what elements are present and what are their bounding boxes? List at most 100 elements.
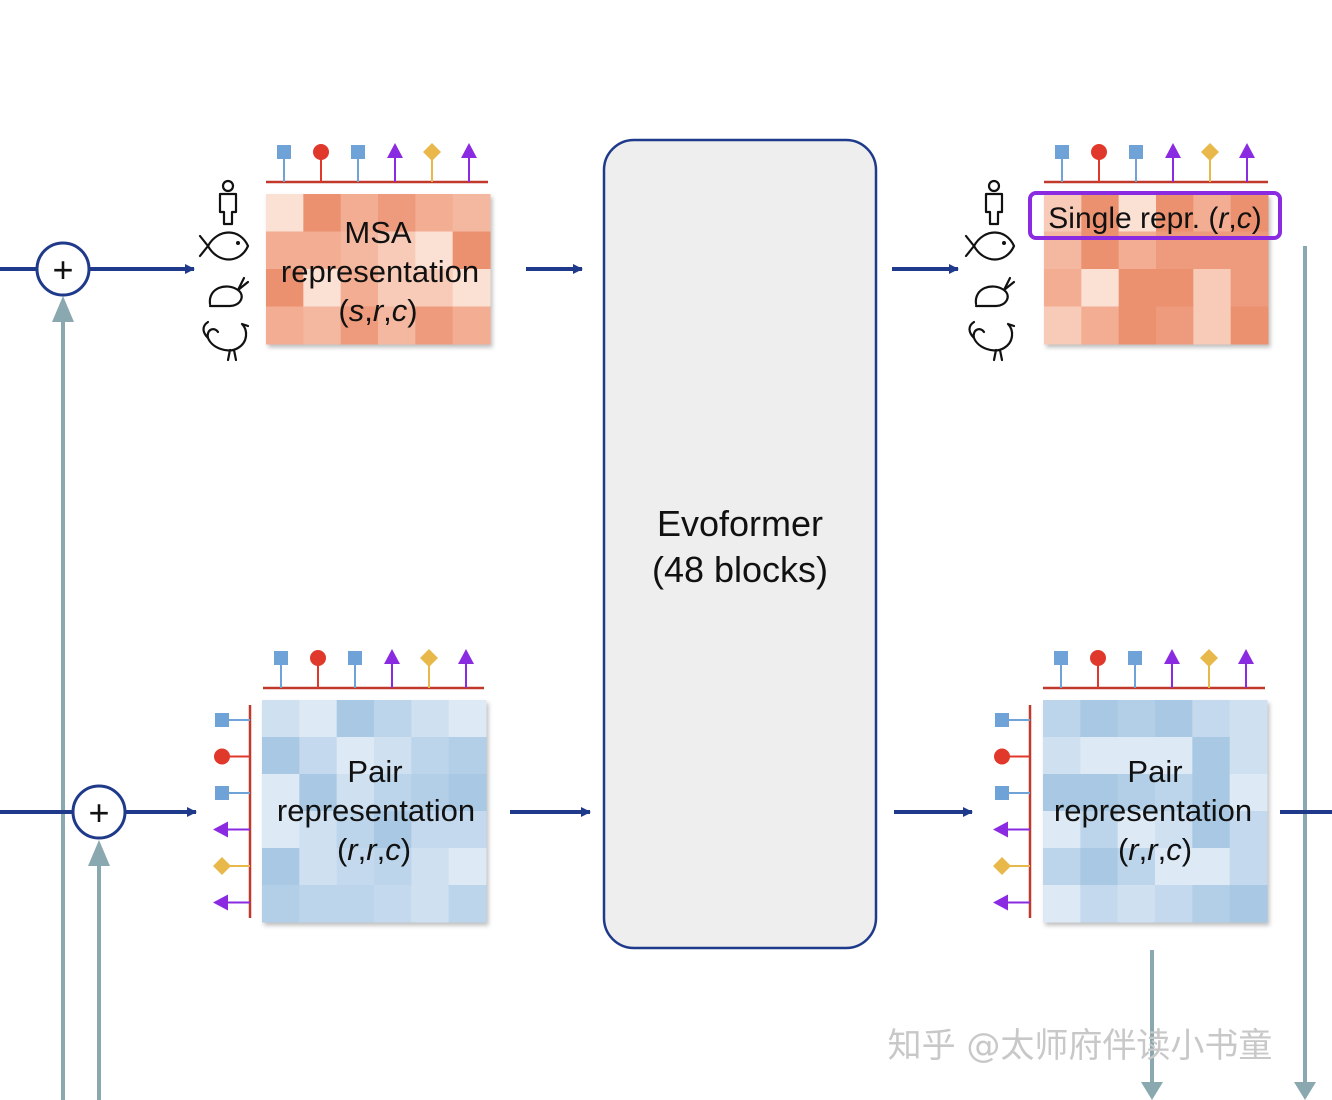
heatmap-cell [299,774,338,812]
recycle-arrowhead-pair [88,840,110,866]
heatmap-cell [340,269,379,307]
heatmap-cell [448,700,487,738]
species-icons-output [964,179,1016,362]
circle-marker-icon [1091,144,1107,160]
heatmap-cell [1117,774,1156,812]
heatmap-cell [374,774,412,812]
square-marker-icon [1055,145,1069,159]
heatmap-cell [340,194,379,232]
species-icons-input [198,179,250,362]
heatmap-cell [411,811,450,849]
heatmap-cell [262,811,300,849]
heatmap-cell [452,194,491,232]
heatmap-cell [411,774,450,812]
heatmap-cell [1043,885,1081,923]
heatmap-cell [378,231,416,270]
heatmap-cell [299,848,338,886]
pair-output-label-line1: Pair [1127,754,1182,789]
square-marker-icon [1128,651,1142,665]
evoformer-title: Evoformer [657,503,823,544]
heatmap-cell [374,737,412,775]
recycle-arrowhead-msa [52,296,74,322]
msa-label-line2: representation [281,254,479,289]
circle-marker-icon [313,144,329,160]
plus-node-msa: + [35,241,91,297]
pair-input-label-line1: Pair [347,754,402,789]
heatmap-cell [1080,848,1119,886]
heatmap-cell [1192,737,1231,775]
triangle-marker-icon [993,821,1008,838]
triangle-marker-icon [213,894,228,911]
heatmap-cell [340,306,379,345]
circle-marker-icon [1090,650,1106,666]
heatmap-cell [1229,737,1268,775]
heatmap-cell [336,700,375,738]
heatmap-cell [1117,885,1156,923]
diamond-marker-icon [423,143,441,161]
heatmap-cell [1229,700,1268,738]
heatmap-cell [299,811,338,849]
circle-marker-icon [994,748,1010,765]
square-marker-icon [995,786,1009,800]
heatmap-cell [1229,885,1268,923]
diamond-marker-icon [1201,143,1219,161]
heatmap-cell [1229,811,1268,849]
heatmap-cell [378,194,416,232]
single-repr-text: Single repr. (r,c) [1048,202,1261,235]
diamond-marker-icon [420,649,438,667]
heatmap-cell [1230,269,1269,307]
heatmap-cell [262,737,300,775]
heatmap-cell [336,885,375,923]
heatmap-cell [1080,774,1119,812]
heatmap-cell [299,885,338,923]
heatmap-cell [374,848,412,886]
heatmap-cell [374,885,412,923]
heatmap-cell [411,737,450,775]
heatmap-cell [1043,737,1081,775]
heatmap-cell [266,194,304,232]
heatmap-cell [1117,811,1156,849]
heatmap-cell [303,269,342,307]
heatmap-cell [374,700,412,738]
heatmap-cell [1043,848,1081,886]
heatmap-cell [336,811,375,849]
heatmap-cell [1043,700,1081,738]
residue-markers [213,143,1268,918]
heatmap-cell [448,774,487,812]
fish-icon [964,231,1016,261]
square-marker-icon [995,713,1009,727]
heatmap-cell [1081,306,1120,345]
chicken-icon [202,320,250,362]
pair-heatmap-input [262,700,487,923]
heatmap-cell [303,194,342,232]
human-icon [984,179,1004,226]
heatmap-cell [299,737,338,775]
heatmap-cell [266,231,304,270]
heatmap-cell [1155,848,1193,886]
diamond-marker-icon [993,857,1011,875]
square-marker-icon [277,145,291,159]
heatmap-cell [448,885,487,923]
heatmap-cell [1044,194,1082,232]
heatmap-cell [1117,700,1156,738]
square-marker-icon [348,651,362,665]
msa-label: MSA representation (s,r,c) [281,215,479,328]
heatmap-cell [1155,811,1193,849]
msa-heatmap-input [266,194,491,345]
heatmap-cell [448,737,487,775]
heatmap-cell [1230,306,1269,345]
triangle-marker-icon [384,649,400,664]
heatmap-cell [1118,306,1157,345]
heatmap-cell [1081,194,1120,232]
heatmap-cell [1044,269,1082,307]
heatmap-cell [411,700,450,738]
heatmap-cell [303,306,342,345]
triangle-marker-icon [461,143,477,158]
heatmap-cell [262,885,300,923]
human-icon [218,179,238,226]
heatmap-cell [1118,269,1157,307]
triangle-marker-icon [1239,143,1255,158]
heatmap-cell [1080,811,1119,849]
heatmap-cell [411,885,450,923]
